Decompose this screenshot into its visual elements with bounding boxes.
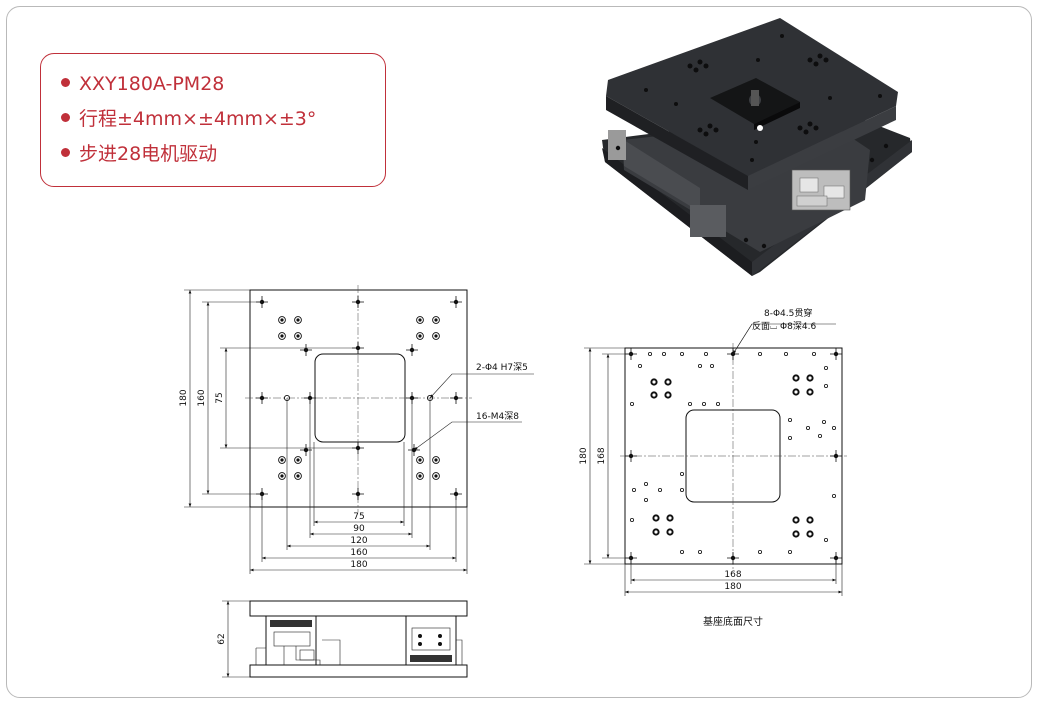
dim-top-h-75: 75 [353,512,364,522]
dim-top-h-90: 90 [353,524,365,534]
spec-list: XXY180A-PM28 行程±4mm×±4mm×±3° 步进28电机驱动 [61,67,316,172]
dim-top-h-120: 120 [350,536,367,546]
dim-base-v-180: 180 [579,447,589,464]
top-plate-outline [249,289,468,508]
spec-item-model: XXY180A-PM28 [61,67,316,102]
dim-base-h-180: 180 [724,582,741,592]
side-top-plate [249,600,468,617]
dim-base-h-168: 168 [724,570,741,580]
dim-side-v-62: 62 [217,633,227,644]
spec-item-drive: 步进28电机驱动 [61,137,316,172]
dim-top-v-180: 180 [179,389,189,406]
dim-top-v-160: 160 [197,389,207,406]
spec-item-travel: 行程±4mm×±4mm×±3° [61,102,316,137]
dim-top-h-160: 160 [350,548,367,558]
bullet-icon [61,113,70,122]
callout-base-line1: 8-Φ4.5贯穿 [764,307,812,319]
callout-thread-hole: 16-M4深8 [476,411,519,422]
bullet-icon [61,78,70,87]
bullet-icon [61,148,70,157]
top-view-drawing: 2-Φ4 H7深5 16-M4深8 180 160 75 75 90 120 1… [179,285,534,574]
product-render [602,18,912,276]
dim-top-h-180: 180 [350,560,367,570]
dim-top-v-75: 75 [215,392,225,403]
base-view-caption: 基座底面尺寸 [703,615,763,628]
callout-pin-hole: 2-Φ4 H7深5 [476,362,528,373]
side-view-drawing: 62 [217,600,468,678]
base-view-drawing: 8-Φ4.5贯穿 反面⌴ Φ8深4.6 180 168 168 180 基座底面… [579,307,847,628]
side-base-plate [249,664,468,678]
dim-base-v-168: 168 [597,447,607,464]
callout-base-line2: 反面⌴ Φ8深4.6 [752,321,816,332]
spec-panel: XXY180A-PM28 行程±4mm×±4mm×±3° 步进28电机驱动 [40,53,386,187]
